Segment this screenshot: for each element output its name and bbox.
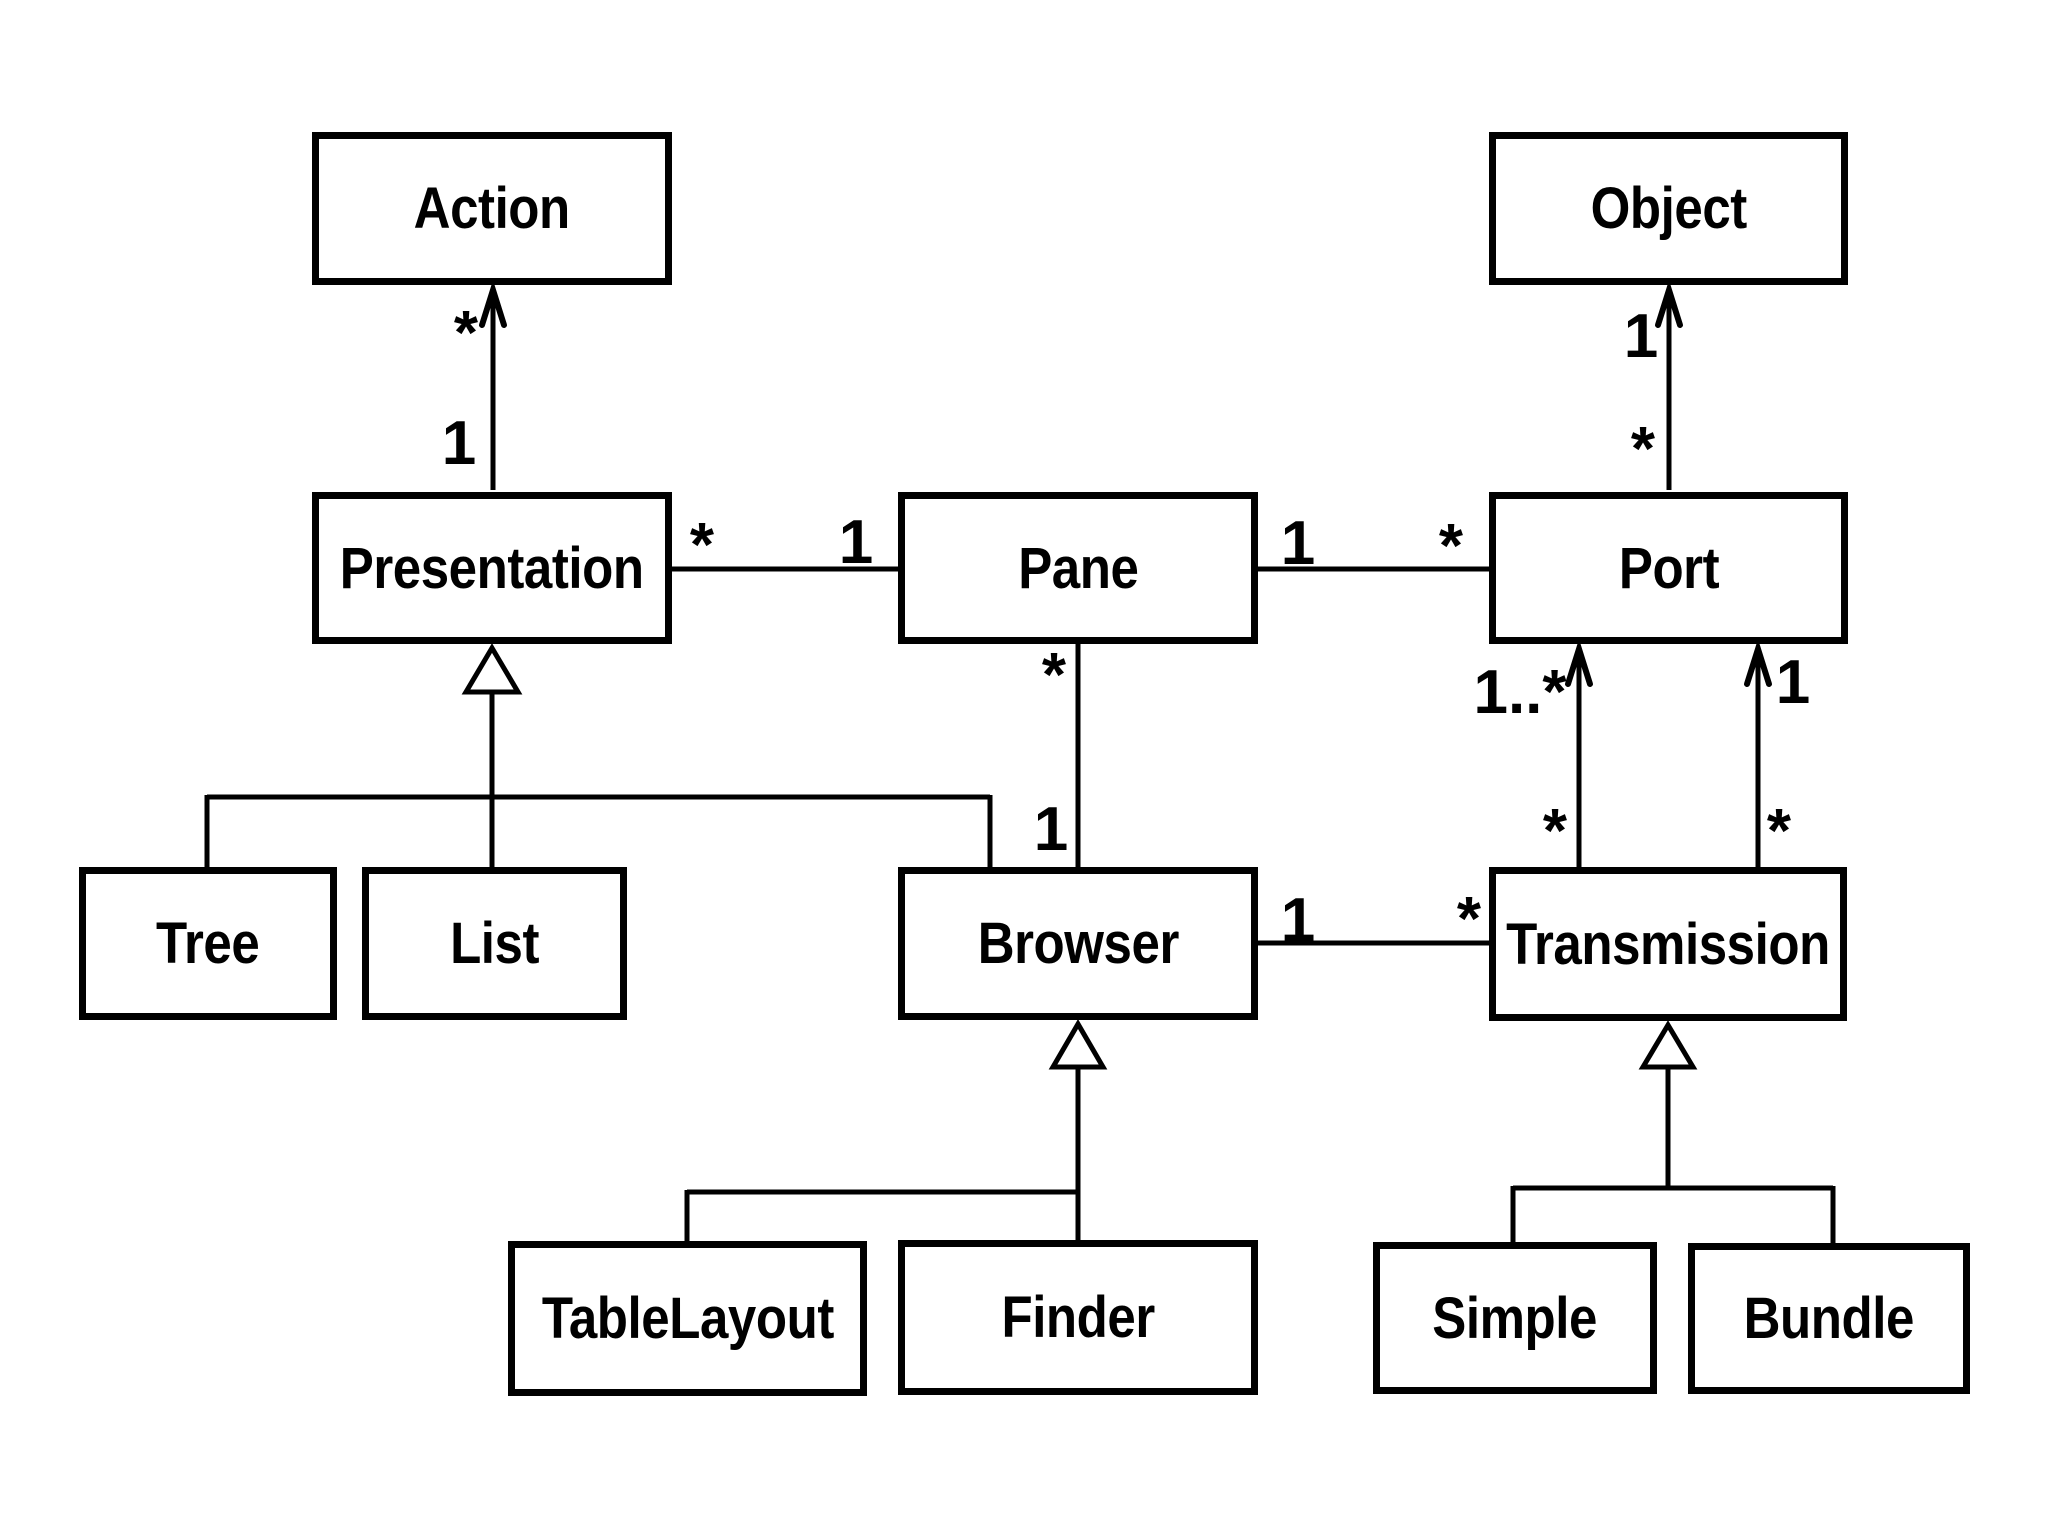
class-label: Finder [1001,1285,1155,1350]
class-label: Port [1618,535,1719,601]
class-label: List [450,911,539,976]
multiplicity-label: * [454,299,479,368]
multiplicity-label: * [1767,797,1792,866]
multiplicity-label: 1..* [1473,658,1567,727]
multiplicity-label: 1 [1281,509,1315,578]
class-label: Transmission [1506,911,1830,977]
class-box-finder: Finder [898,1240,1258,1395]
class-box-browser: Browser [898,867,1258,1020]
multiplicity-label: * [1042,641,1067,710]
multiplicity-label: * [1543,797,1568,866]
multiplicity-label: 1 [1281,886,1315,955]
class-box-tablelayout: TableLayout [508,1241,867,1396]
class-label: TableLayout [541,1286,834,1351]
multiplicity-label: 1 [1776,648,1810,717]
multiplicity-label: * [1439,512,1464,581]
multiplicity-label: * [1631,415,1656,484]
class-box-simple: Simple [1373,1242,1657,1394]
class-box-tree: Tree [79,867,337,1020]
class-box-transmission: Transmission [1489,867,1847,1021]
class-label: Presentation [340,535,644,601]
class-label: Simple [1432,1285,1598,1351]
arrowhead-icon [479,279,507,328]
class-box-presentation: Presentation [312,492,672,644]
arrowhead-icon [1744,638,1772,687]
multiplicity-label: 1 [839,508,873,577]
class-box-bundle: Bundle [1688,1243,1970,1394]
class-label: Action [413,176,571,241]
class-label: Object [1590,176,1747,241]
inheritance-triangle-presentation [461,643,523,695]
multiplicity-label: 1 [1034,795,1068,864]
multiplicity-label: 1 [1624,302,1658,371]
multiplicity-label: * [1457,885,1482,954]
class-box-pane: Pane [898,492,1258,644]
class-label: Browser [977,911,1179,976]
class-box-list: List [362,867,627,1020]
multiplicity-label: * [690,511,715,580]
class-label: Pane [1017,535,1139,601]
class-box-action: Action [312,132,672,285]
inheritance-triangle-browser [1048,1019,1108,1070]
arrowhead-icon [1565,638,1593,687]
class-box-object: Object [1489,132,1848,285]
class-box-port: Port [1489,492,1848,644]
multiplicity-label: 1 [442,409,476,478]
arrowhead-icon [1655,279,1683,328]
class-label: Bundle [1743,1286,1915,1351]
inheritance-triangle-transmission [1638,1020,1698,1070]
class-label: Tree [156,911,260,976]
